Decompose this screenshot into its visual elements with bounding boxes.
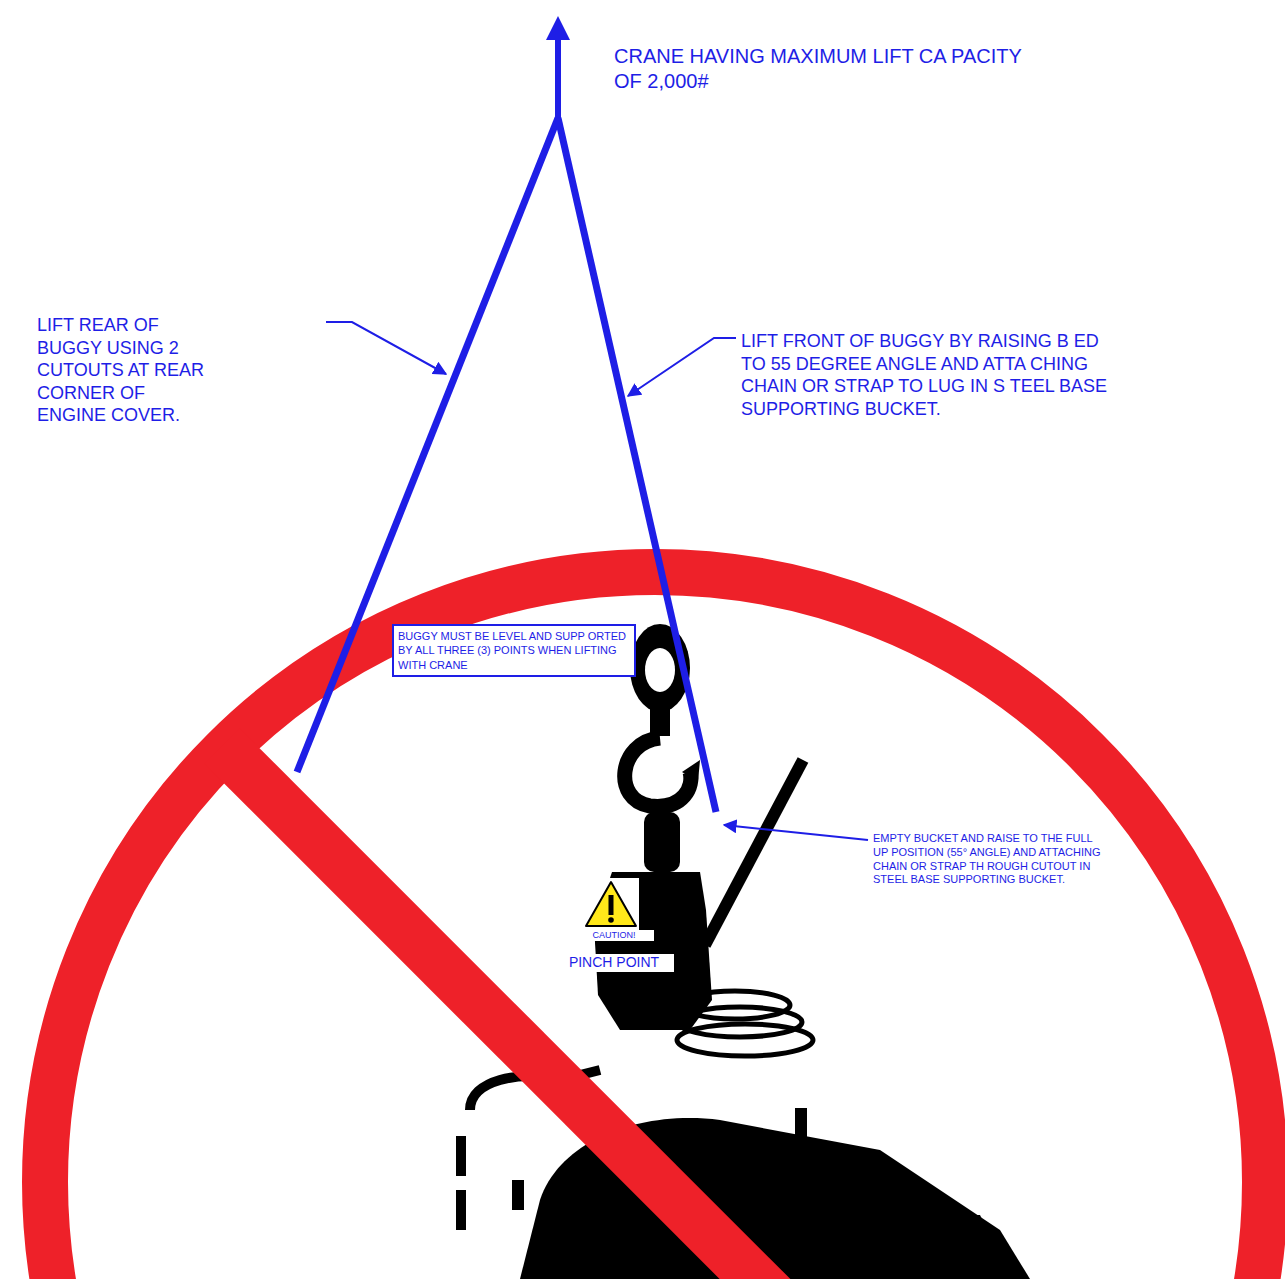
prohibition-slash	[222, 746, 1090, 1279]
lift-lines	[297, 28, 868, 840]
handle-bar	[705, 760, 803, 945]
hook-tip	[682, 760, 700, 782]
mark	[456, 1136, 466, 1176]
front-sling	[558, 118, 716, 812]
mark	[456, 1190, 466, 1230]
hook-neck	[650, 706, 670, 736]
exclamation	[609, 895, 614, 915]
leader-line	[724, 825, 868, 840]
crane-capacity: CRANE HAVING MAXIMUM LIFT CA PACITY OF 2…	[614, 44, 1034, 94]
hook-swivel	[644, 812, 680, 872]
mark	[512, 1180, 524, 1210]
warning-triangle	[586, 882, 636, 926]
pinch-point-label: PINCH POINT	[554, 954, 674, 972]
front-lift-note: LIFT FRONT OF BUGGY BY RAISING B ED TO 5…	[741, 330, 1121, 420]
leader-line	[326, 322, 446, 374]
icon-ground	[583, 878, 639, 930]
note-text: BUGGY MUST BE LEVEL AND SUPP ORTED BY AL…	[398, 629, 630, 672]
caution-word: CAUTION!	[574, 930, 654, 941]
rear-lift-note: LIFT REAR OF BUGGY USING 2 CUTOUTS AT RE…	[37, 314, 213, 427]
bucket-note: EMPTY BUCKET AND RAISE TO THE FULL UP PO…	[873, 832, 1109, 887]
note-box: BUGGY MUST BE LEVEL AND SUPP ORTED BY AL…	[392, 624, 636, 677]
wheel-guard	[860, 1215, 1010, 1279]
exclamation-dot	[608, 917, 614, 923]
prohibition-ring	[45, 572, 1265, 1279]
hook-ring-hole	[645, 648, 675, 692]
coil	[677, 1024, 813, 1056]
hook-body	[625, 738, 691, 806]
engine-block	[594, 872, 712, 1030]
lift-arrow	[555, 28, 561, 122]
caution-icon	[583, 878, 639, 930]
leader-line	[628, 338, 736, 396]
